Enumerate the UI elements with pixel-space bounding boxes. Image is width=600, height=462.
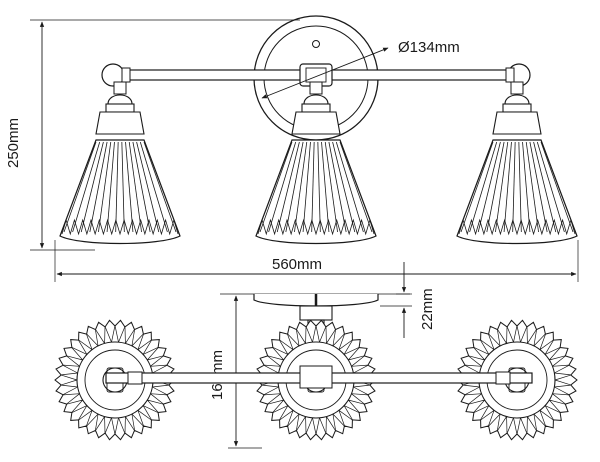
lamp-3	[456, 81, 578, 245]
arm-collar	[127, 371, 143, 385]
lamp-2	[255, 81, 377, 245]
plan-view: 22mm 167mm	[54, 262, 578, 449]
depth-label: 22mm	[419, 288, 436, 330]
lamp-fixtures	[59, 81, 578, 245]
projection-dimension: 167mm	[209, 295, 262, 449]
front-elevation: Ø134mm 250mm 560mm	[5, 15, 579, 282]
diameter-label: Ø134mm	[398, 39, 460, 56]
arm-collar	[299, 365, 333, 389]
arm-collar	[495, 371, 511, 385]
height-label: 250mm	[5, 118, 22, 168]
diameter-dimension: Ø134mm	[261, 39, 460, 99]
lamp-1	[59, 81, 181, 245]
width-dimension: 560mm	[54, 240, 579, 282]
height-dimension: 250mm	[5, 19, 300, 251]
width-label: 560mm	[272, 256, 322, 273]
depth-dimension: 22mm	[380, 262, 436, 338]
